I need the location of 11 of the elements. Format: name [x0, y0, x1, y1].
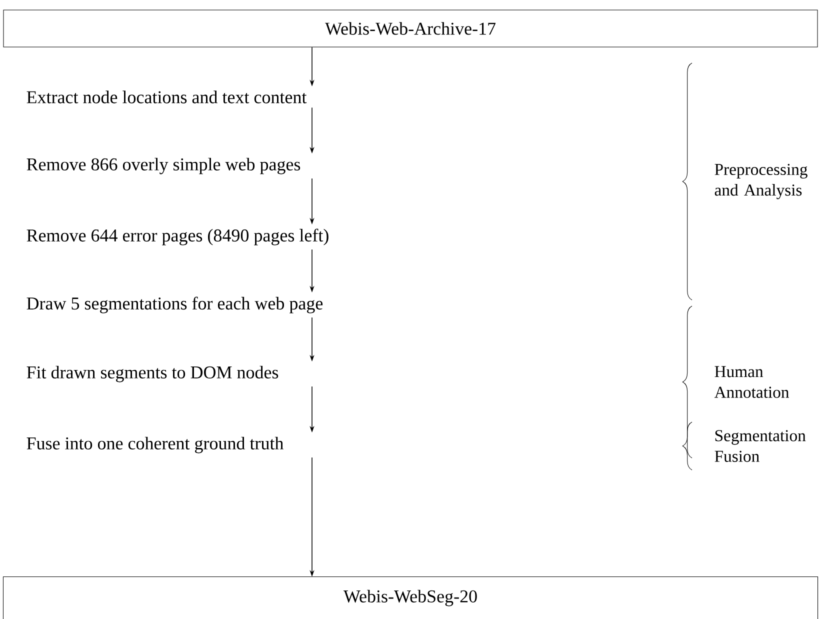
step-text: Draw 5 segmentations for each web page: [26, 296, 323, 314]
step-text: Fuse into one coherent ground truth: [26, 436, 284, 454]
phase-label: Preprocessing and Analysis: [714, 164, 808, 200]
phase-label: Segmentation Fusion: [714, 430, 806, 462]
phase-label: Human Annotation: [714, 366, 789, 398]
step-text: Extract node locations and text content: [26, 90, 307, 104]
step-text: Fit drawn segments to DOM nodes: [26, 366, 278, 382]
step-text: Remove 644 error pages (8490 pages left): [26, 228, 328, 246]
step-text: Remove 866 overly simple web pages: [26, 158, 300, 174]
dataset-box: Webis-Web-Archive-17: [3, 10, 818, 48]
dataset-box: Webis-WebSeg-20: [2, 576, 818, 619]
